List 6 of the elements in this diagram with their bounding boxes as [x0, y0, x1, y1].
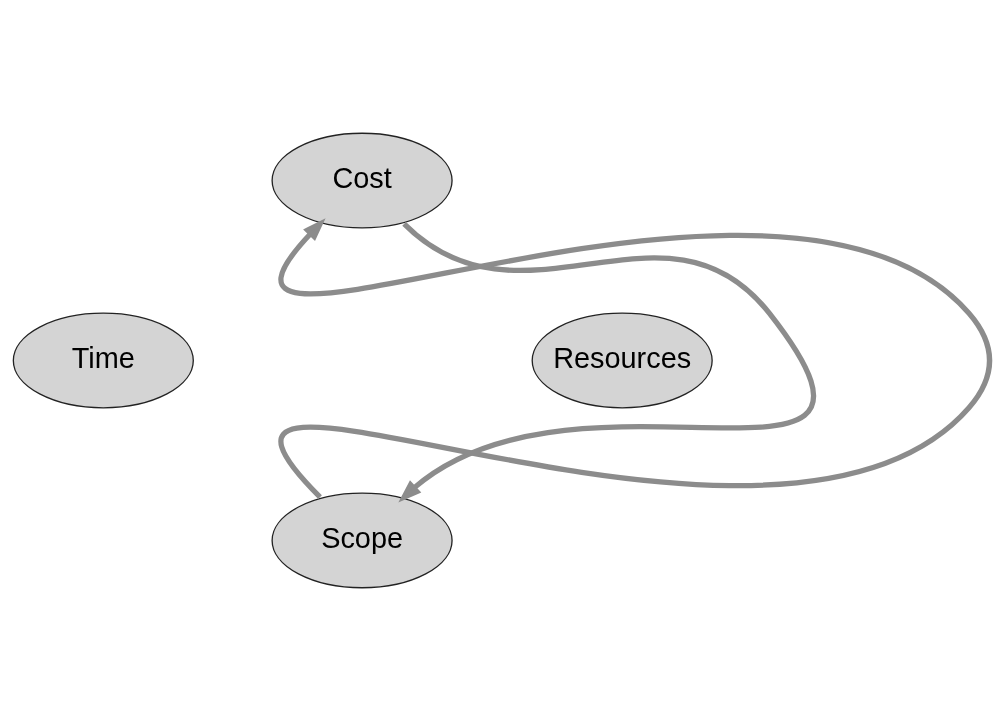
node-ellipse: Scope [271, 492, 453, 589]
node-ellipse: Resources [531, 312, 713, 409]
arrow [281, 218, 993, 499]
arrow [398, 221, 815, 503]
node-ellipse: Time [12, 312, 194, 409]
node-ellipse: Cost [271, 132, 453, 229]
